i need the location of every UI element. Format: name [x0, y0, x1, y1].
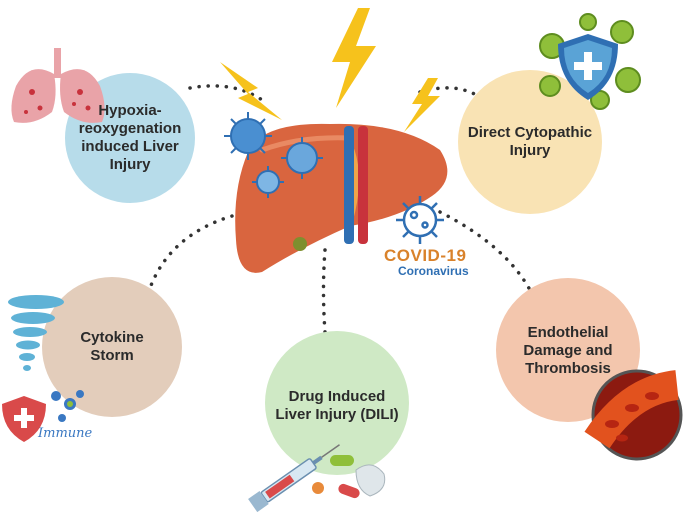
bubble-dili: [265, 331, 409, 475]
lightning-icon: [220, 62, 282, 120]
bubble-cytopathic-label: Direct Cytopathic Injury: [467, 124, 593, 159]
lungs-icon: [11, 48, 105, 123]
virus-cluster: [224, 112, 323, 198]
connector-hypoxia: [188, 84, 267, 104]
syringe-pills-icon: [248, 444, 386, 513]
blood-vessel-icon: [584, 369, 683, 461]
lightning-icons: [220, 8, 440, 132]
immune-label: Immune: [38, 426, 93, 441]
lightning-icon: [404, 78, 440, 132]
bubble-dili-label: Drug Induced Liver Injury (DILI): [275, 388, 399, 423]
connector-endothelial: [438, 210, 532, 292]
bubble-cytopathic: [458, 70, 602, 214]
bubble-endothelial-label: Endothelial Damage and Thrombosis: [523, 324, 613, 377]
bubble-cytokine-label: Cytokine Storm: [80, 329, 144, 364]
virus-icon: [224, 112, 272, 160]
bubble-cytokine: [42, 277, 182, 417]
connector-cytopathic: [418, 86, 480, 98]
virus-icon: [252, 166, 284, 198]
shield-virus-icon: [539, 13, 641, 110]
connector-cytokine: [148, 214, 234, 290]
lightning-icon: [332, 8, 376, 108]
bubble-hypoxia-label: Hypoxia- reoxygenation induced Liver Inj…: [78, 102, 182, 173]
covid-title: COVID-19: [384, 246, 467, 265]
covid-subtitle: Coronavirus: [398, 264, 469, 278]
tornado-icon: [8, 295, 64, 371]
virus-icon: [281, 137, 323, 179]
immune-shield-icon: [2, 390, 84, 442]
covid-virus-icon: [396, 196, 444, 244]
connector-dili: [321, 248, 327, 334]
dotted-connectors: [148, 84, 532, 334]
